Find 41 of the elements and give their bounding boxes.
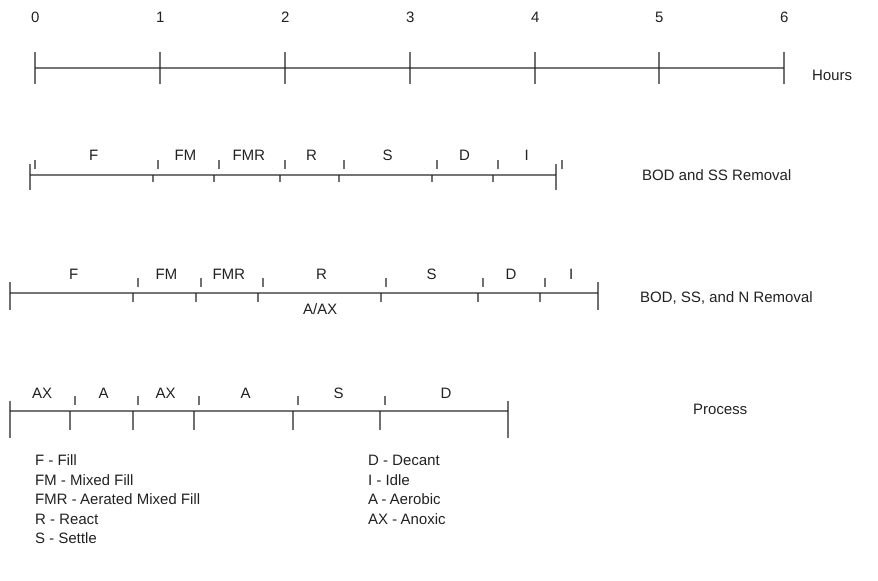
phase-label: AX xyxy=(156,385,176,403)
tick-number: 1 xyxy=(156,9,164,27)
phase-label: I xyxy=(569,266,574,284)
phase-label: I xyxy=(524,147,529,165)
phase-label: R xyxy=(316,266,327,284)
legend-text: FM - Mixed Fill xyxy=(35,472,134,490)
row-title: Process xyxy=(693,401,748,419)
tick-number: 3 xyxy=(406,9,414,27)
legend-text: F - Fill xyxy=(35,452,77,470)
row-title: BOD and SS Removal xyxy=(642,167,792,185)
phase-label: FM xyxy=(174,147,196,165)
phase-label: R xyxy=(306,147,317,165)
row-title: BOD, SS, and N Removal xyxy=(640,289,813,307)
phase-label: FMR xyxy=(212,266,245,284)
phase-label: A xyxy=(98,385,109,403)
phase-label: S xyxy=(334,385,344,403)
legend-text: FMR - Aerated Mixed Fill xyxy=(35,491,200,510)
legend-text: R - React xyxy=(35,510,98,529)
tick-number: 2 xyxy=(281,9,290,27)
legend-text: A - Aerobic xyxy=(368,491,441,510)
tick-number: 4 xyxy=(531,9,540,27)
phase-label: FMR xyxy=(232,147,265,165)
tick-number: 6 xyxy=(780,9,788,27)
legend-text: AX - Anoxic xyxy=(368,510,446,529)
phase-label: F xyxy=(69,266,78,284)
legend-text: D - Decant xyxy=(368,452,440,470)
phase-label: D xyxy=(440,385,452,403)
phase-label: S xyxy=(382,147,393,165)
axis-label: Hours xyxy=(812,67,852,85)
tick-number: 5 xyxy=(655,9,664,27)
phase-label: D xyxy=(506,266,516,284)
legend-text: S - Settle xyxy=(35,530,97,548)
phase-label: FM xyxy=(156,266,178,284)
phase-label: D xyxy=(459,147,470,165)
phase-label: S xyxy=(426,266,437,284)
phase-label: F xyxy=(89,147,98,165)
legend-text: I - Idle xyxy=(368,472,410,490)
phase-label: AX xyxy=(32,385,52,403)
phase-label: A/AX xyxy=(303,301,338,319)
phase-label: A xyxy=(240,385,251,403)
tick-number: 0 xyxy=(31,9,40,27)
